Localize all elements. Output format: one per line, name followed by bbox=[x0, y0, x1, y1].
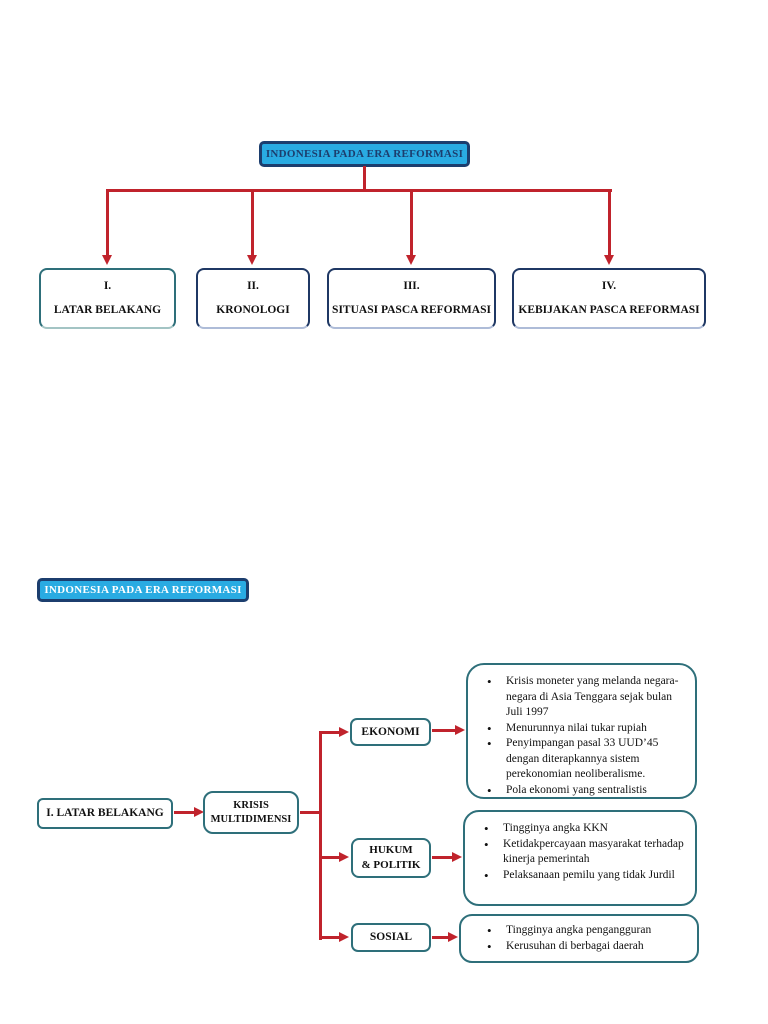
arrowhead-down-icon bbox=[247, 255, 257, 265]
node-label: SITUASI PASCA REFORMASI bbox=[332, 304, 491, 316]
connector-line bbox=[321, 936, 340, 939]
connector-line bbox=[432, 729, 457, 732]
node-ekonomi: EKONOMI bbox=[350, 718, 431, 746]
bullet-item: Pelaksanaan pemilu yang tidak Jurdil bbox=[482, 868, 685, 884]
connector-line bbox=[410, 189, 413, 255]
node-label-line2: MULTIDIMENSI bbox=[210, 813, 292, 825]
connector-line bbox=[432, 936, 451, 939]
connector-line bbox=[107, 189, 612, 192]
node-label-line1: HUKUM bbox=[369, 844, 413, 856]
bullet-list: Tingginya angka KKN Ketidakpercayaan mas… bbox=[482, 821, 685, 883]
node-label: LATAR BELAKANG bbox=[53, 304, 162, 316]
node-numeral: I. bbox=[103, 280, 112, 292]
node-latar-belakang-root: I. LATAR BELAKANG bbox=[37, 798, 173, 829]
arrowhead-right-icon bbox=[455, 725, 465, 735]
arrowhead-right-icon bbox=[339, 932, 349, 942]
arrowhead-right-icon bbox=[339, 852, 349, 862]
node-situasi-pasca-reformasi: III. SITUASI PASCA REFORMASI bbox=[327, 268, 496, 329]
node-hukum-politik: HUKUM & POLITIK bbox=[351, 838, 431, 878]
bullet-item: Tingginya angka pengangguran bbox=[485, 923, 689, 939]
arrowhead-down-icon bbox=[102, 255, 112, 265]
sosial-detail-box: Tingginya angka pengangguran Kerusuhan d… bbox=[459, 914, 699, 963]
node-label-line2: & POLITIK bbox=[361, 859, 421, 871]
connector-line bbox=[321, 856, 340, 859]
connector-line bbox=[251, 189, 254, 255]
node-numeral: III. bbox=[403, 280, 420, 292]
bullet-item: Krisis moneter yang melanda negara-negar… bbox=[485, 674, 683, 721]
arrowhead-right-icon bbox=[194, 807, 204, 817]
node-label: EKONOMI bbox=[361, 725, 420, 738]
bullet-item: Pola ekonomi yang sentralistis bbox=[485, 783, 683, 799]
bullet-list: Krisis moneter yang melanda negara-negar… bbox=[485, 674, 683, 798]
node-numeral: II. bbox=[247, 280, 259, 292]
connector-line bbox=[174, 811, 196, 814]
hukum-politik-detail-box: Tingginya angka KKN Ketidakpercayaan mas… bbox=[463, 810, 697, 906]
node-kebijakan-pasca-reformasi: IV. KEBIJAKAN PASCA REFORMASI bbox=[512, 268, 706, 329]
arrowhead-right-icon bbox=[448, 932, 458, 942]
connector-line bbox=[608, 189, 611, 255]
bullet-item: Penyimpangan pasal 33 UUD’45 dengan dite… bbox=[485, 736, 683, 783]
node-krisis-multidimensi: KRISIS MULTIDIMENSI bbox=[203, 791, 299, 834]
connector-line bbox=[300, 811, 321, 814]
node-kronologi: II. KRONOLOGI bbox=[196, 268, 310, 329]
node-label: I. LATAR BELAKANG bbox=[46, 807, 164, 819]
top-diagram-title: INDONESIA PADA ERA REFORMASI bbox=[259, 141, 470, 167]
node-sosial: SOSIAL bbox=[351, 923, 431, 952]
node-label-line1: KRISIS bbox=[233, 799, 269, 811]
arrowhead-right-icon bbox=[339, 727, 349, 737]
ekonomi-detail-box: Krisis moneter yang melanda negara-negar… bbox=[466, 663, 697, 799]
bottom-diagram-title: INDONESIA PADA ERA REFORMASI bbox=[37, 578, 249, 602]
arrowhead-down-icon bbox=[406, 255, 416, 265]
arrowhead-right-icon bbox=[452, 852, 462, 862]
bullet-list: Tingginya angka pengangguran Kerusuhan d… bbox=[485, 923, 689, 954]
connector-line bbox=[106, 189, 109, 255]
connector-line bbox=[319, 731, 322, 940]
node-label: SOSIAL bbox=[369, 931, 413, 943]
node-latar-belakang: I. LATAR BELAKANG bbox=[39, 268, 176, 329]
connector-line bbox=[363, 166, 366, 190]
connector-line bbox=[321, 731, 340, 734]
connector-line bbox=[432, 856, 454, 859]
node-label: KRONOLOGI bbox=[216, 304, 290, 316]
node-numeral: IV. bbox=[601, 280, 617, 292]
bullet-item: Ketidakpercayaan masyarakat terhadap kin… bbox=[482, 837, 685, 868]
bullet-item: Tingginya angka KKN bbox=[482, 821, 685, 837]
bullet-item: Kerusuhan di berbagai daerah bbox=[485, 939, 689, 955]
node-label: KEBIJAKAN PASCA REFORMASI bbox=[518, 304, 700, 316]
bullet-item: Menurunnya nilai tukar rupiah bbox=[485, 721, 683, 737]
arrowhead-down-icon bbox=[604, 255, 614, 265]
